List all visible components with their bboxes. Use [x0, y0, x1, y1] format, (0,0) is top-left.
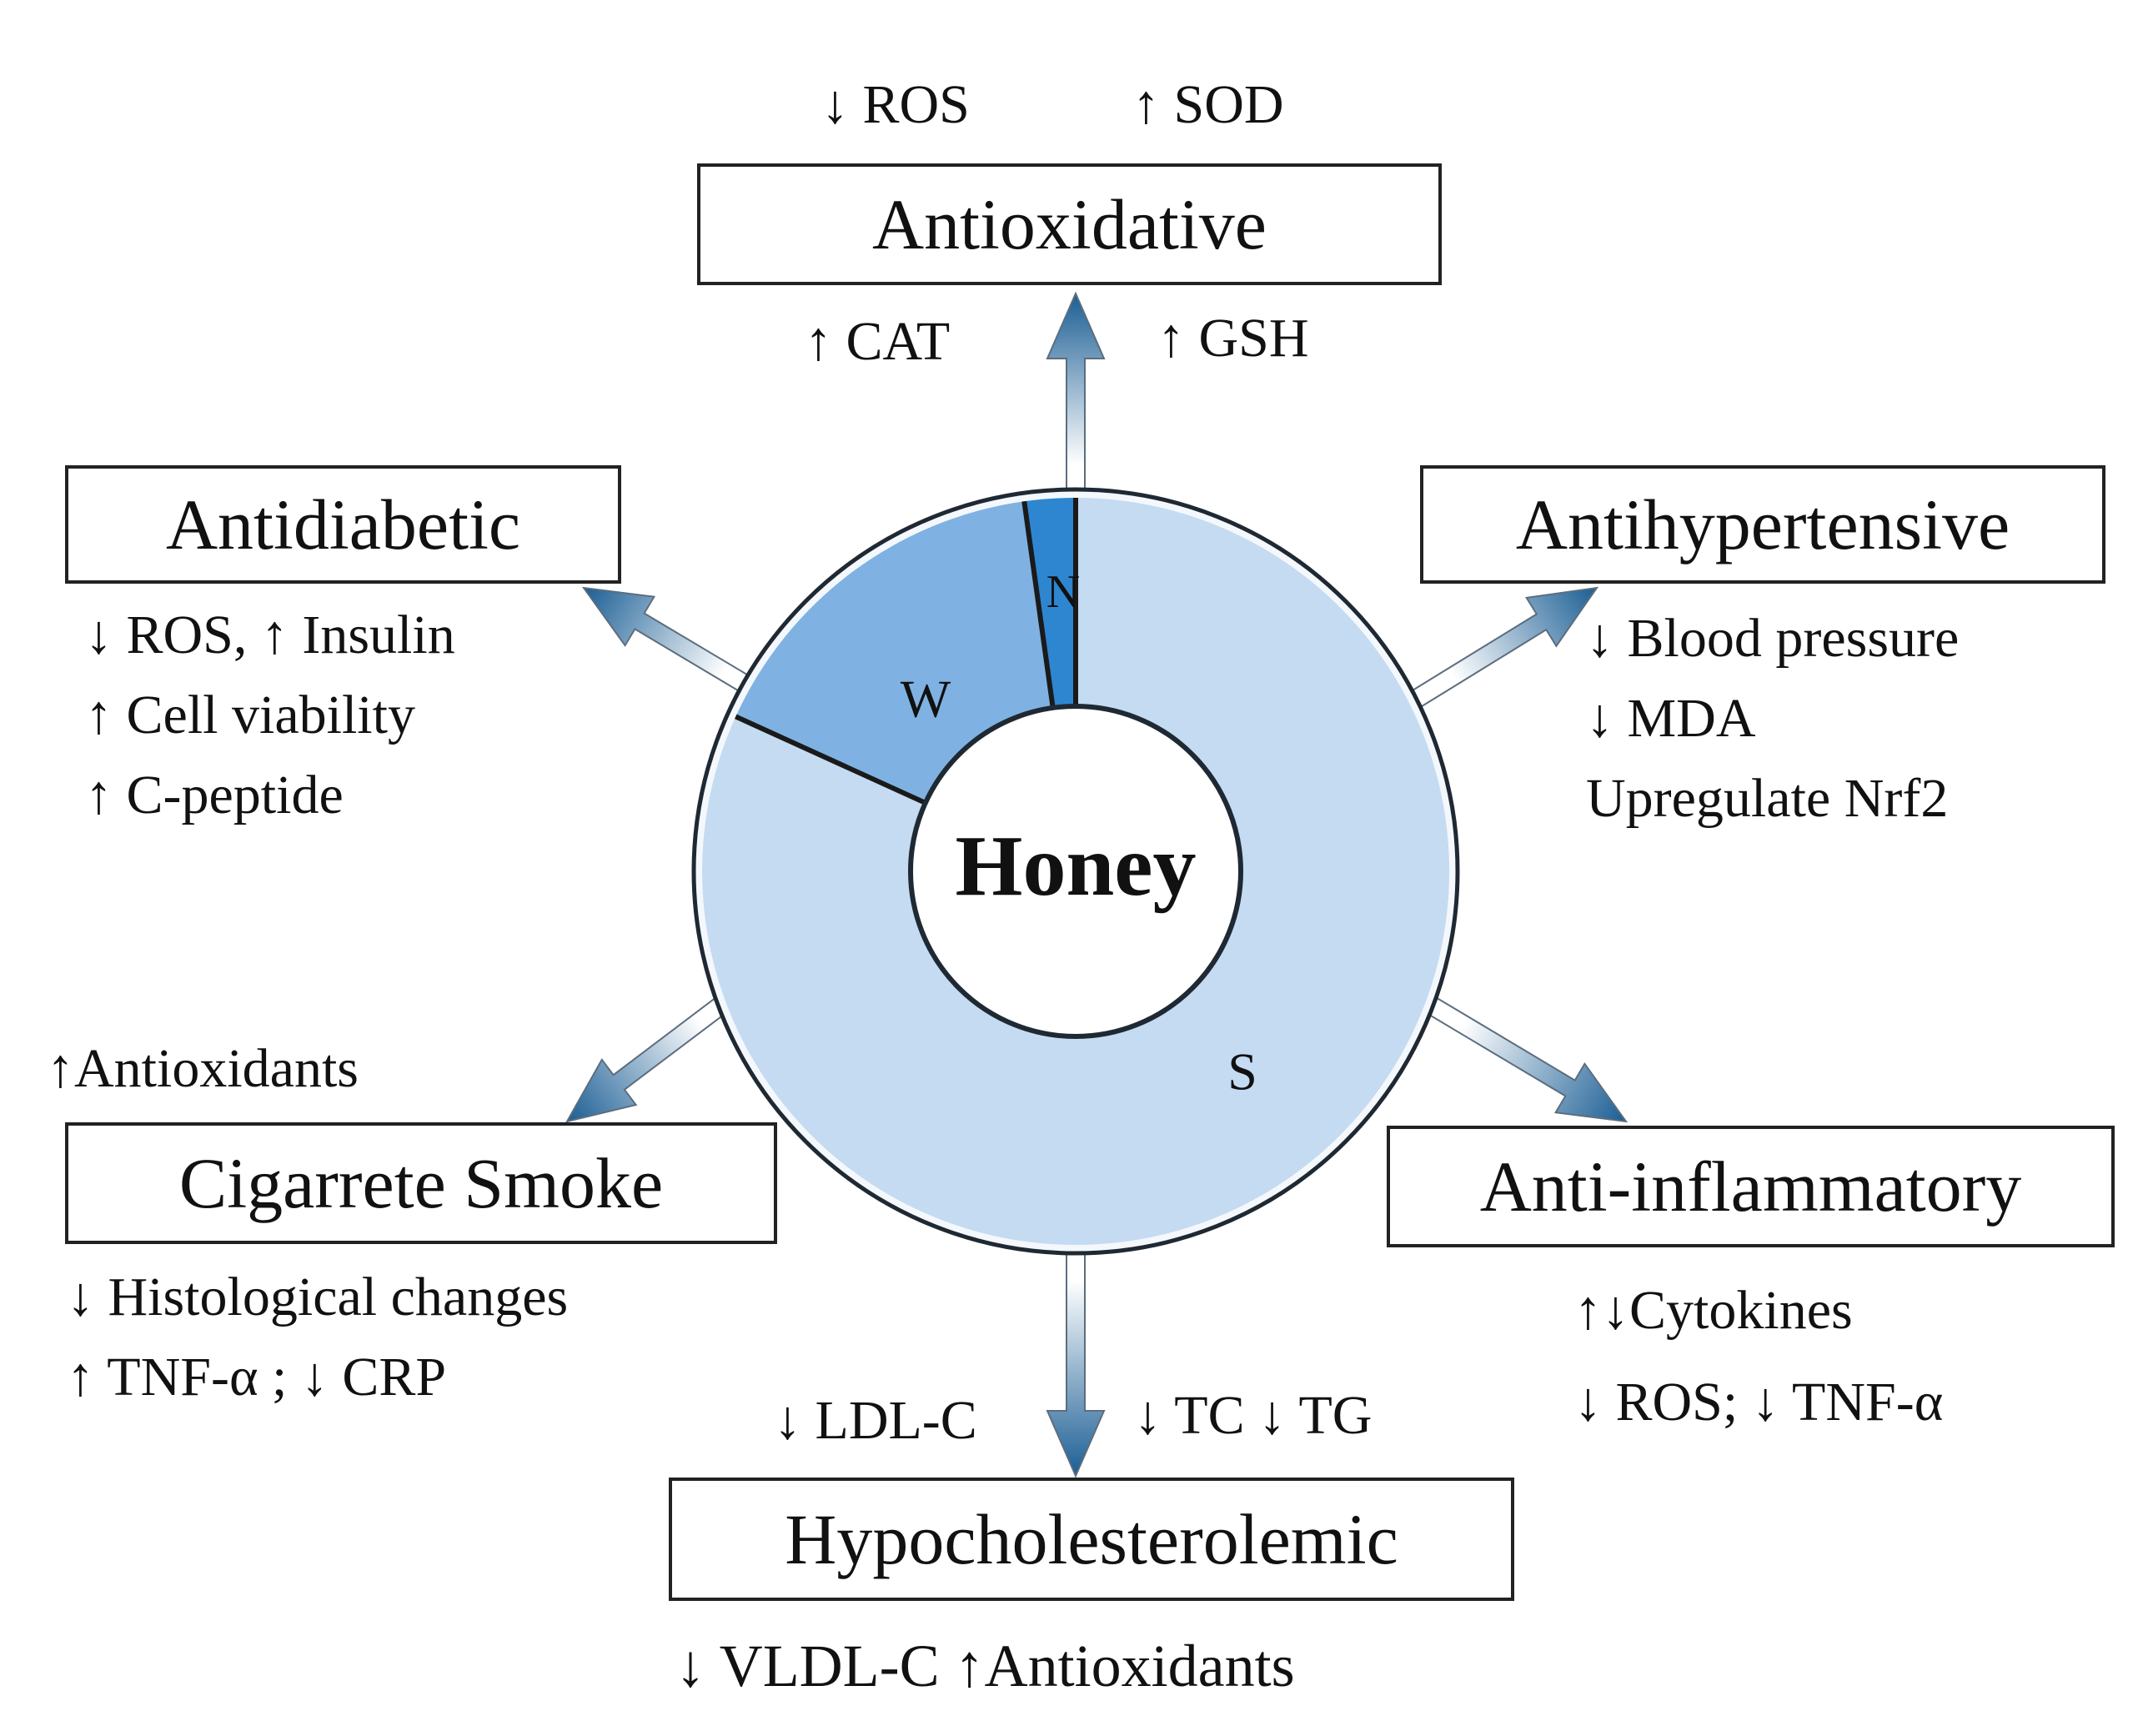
ring-label-s: S [1227, 1042, 1257, 1101]
antihypertensive-line-2: ↓ MDA [1586, 688, 1756, 749]
antidiabetic-line-3: ↑ C-peptide [85, 765, 344, 825]
antioxidative-below-right: ↑ GSH [1157, 308, 1309, 369]
anti-inflammatory-box: Anti-inflammatory [1387, 1126, 2115, 1247]
antioxidative-below-left: ↑ CAT [805, 311, 951, 372]
antioxidative-above-right: ↑ SOD [1132, 74, 1284, 135]
antioxidative-above-left: ↓ ROS [821, 74, 970, 135]
cigarette-smoke-box: Cigarrete Smoke [65, 1122, 777, 1244]
hypocholesterolemic-below: ↓ VLDL-C ↑Antioxidants [675, 1633, 1295, 1699]
ring-center [908, 704, 1243, 1039]
hypocholesterolemic-box: Hypocholesterolemic [669, 1478, 1514, 1601]
cigarette-smoke-line-2: ↑ TNF-α ; ↓ CRP [67, 1347, 447, 1407]
antidiabetic-line-2: ↑ Cell viability [85, 685, 415, 745]
hypocholesterolemic-above-right: ↓ TC ↓ TG [1134, 1385, 1373, 1446]
center-label: Honey [956, 818, 1197, 914]
cigarette-smoke-line-1: ↓ Histological changes [67, 1267, 569, 1327]
antihypertensive-line-3: Upregulate Nrf2 [1586, 768, 1949, 829]
antioxidative-box: Antioxidative [697, 163, 1442, 285]
cigarette-smoke-above: ↑Antioxidants [47, 1038, 359, 1099]
anti-inflammatory-line-2: ↓ ROS; ↓ TNF-α [1574, 1372, 1944, 1432]
ring-segment-w [735, 501, 1053, 803]
ring-label-w: W [901, 670, 951, 729]
antihypertensive-box: Antihypertensive [1420, 465, 2105, 584]
ring-divider [1021, 500, 1056, 709]
ring-segment-n [1024, 498, 1076, 708]
antihypertensive-line-1: ↓ Blood pressure [1586, 608, 1960, 669]
antidiabetic-line-1: ↓ ROS, ↑ Insulin [85, 605, 455, 665]
ring-segment-s [702, 497, 1450, 1246]
antidiabetic-box: Antidiabetic [65, 465, 621, 584]
anti-inflammatory-line-1: ↑↓Cytokines [1574, 1280, 1853, 1341]
hypocholesterolemic-above-left: ↓ LDL-C [774, 1390, 977, 1451]
ring-divider [735, 714, 927, 805]
ring-label-n: N [1046, 566, 1080, 618]
